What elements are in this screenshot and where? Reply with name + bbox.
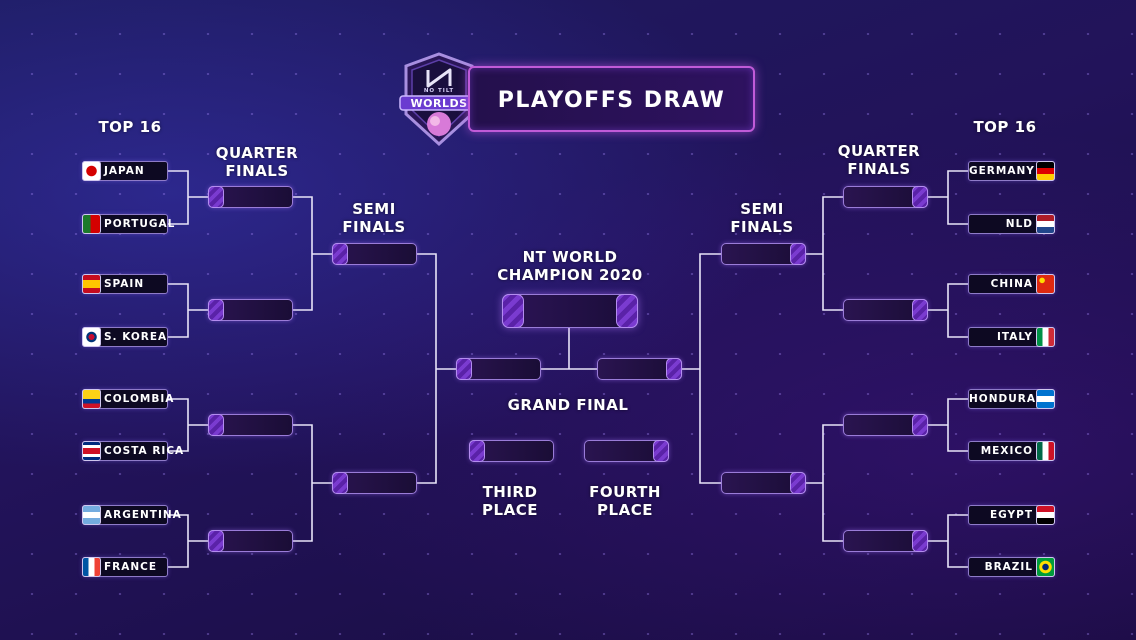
team-slot-china: CHINA xyxy=(968,274,1055,294)
team-slot-portugal: PORTUGAL xyxy=(82,214,174,234)
brazil-flag-icon xyxy=(1036,557,1055,577)
logo-small-text: NO TILT xyxy=(423,88,455,94)
fourth-place-slot xyxy=(584,440,669,462)
quarter-finals-left-label: QUARTER FINALS xyxy=(215,144,299,180)
quarter-final-slot-right-3 xyxy=(843,414,928,436)
netherlands-flag-icon xyxy=(1036,214,1055,234)
team-slot-argentina: ARGENTINA xyxy=(82,505,181,525)
team-slot-germany: GERMANY xyxy=(968,161,1055,181)
champion-slot xyxy=(502,294,638,328)
semi-final-slot-left-2 xyxy=(332,472,417,494)
portugal-flag-icon xyxy=(82,214,101,234)
grand-final-slot-left xyxy=(456,358,541,380)
argentina-flag-icon xyxy=(82,505,101,525)
south-korea-flag-icon xyxy=(82,327,101,347)
germany-flag-icon xyxy=(1036,161,1055,181)
worlds-logo xyxy=(399,52,479,147)
third-place-label: THIRD PLACE xyxy=(482,483,538,519)
grand-final-label: GRAND FINAL xyxy=(507,396,629,414)
costa-rica-flag-icon xyxy=(82,441,101,461)
team-slot-colombia: COLOMBIA xyxy=(82,389,173,409)
semi-final-slot-right-2 xyxy=(721,472,806,494)
honduras-flag-icon xyxy=(1036,389,1055,409)
quarter-finals-right-label: QUARTER FINALS xyxy=(837,142,921,178)
team-slot-spain: SPAIN xyxy=(82,274,168,294)
logo-big-text: WORLDS xyxy=(410,97,468,110)
fourth-place-label: FOURTH PLACE xyxy=(589,483,661,519)
team-slot-brazil: BRAZIL xyxy=(968,557,1055,577)
third-place-slot xyxy=(469,440,554,462)
quarter-final-slot-right-4 xyxy=(843,530,928,552)
team-slot-japan: JAPAN xyxy=(82,161,168,181)
quarter-final-slot-right-1 xyxy=(843,186,928,208)
team-slot-honduras: HONDURAS xyxy=(968,389,1055,409)
italy-flag-icon xyxy=(1036,327,1055,347)
egypt-flag-icon xyxy=(1036,505,1055,525)
spain-flag-icon xyxy=(82,274,101,294)
team-slot-costa-rica: COSTA RICA xyxy=(82,441,183,461)
china-flag-icon xyxy=(1036,274,1055,294)
team-slot-france: FRANCE xyxy=(82,557,168,577)
top16-left-label: TOP 16 xyxy=(98,118,162,136)
japan-flag-icon xyxy=(82,161,101,181)
team-slot-egypt: EGYPT xyxy=(968,505,1055,525)
semi-final-slot-right-1 xyxy=(721,243,806,265)
grand-final-slot-right xyxy=(597,358,682,380)
semi-finals-right-label: SEMI FINALS xyxy=(730,200,794,236)
france-flag-icon xyxy=(82,557,101,577)
semi-final-slot-left-1 xyxy=(332,243,417,265)
semi-finals-left-label: SEMI FINALS xyxy=(342,200,406,236)
page-title: PLAYOFFS DRAW xyxy=(497,88,726,113)
colombia-flag-icon xyxy=(82,389,101,409)
top16-right-label: TOP 16 xyxy=(973,118,1037,136)
team-slot-nld: NLD xyxy=(968,214,1055,234)
team-slot-italy: ITALY xyxy=(968,327,1055,347)
quarter-final-slot-left-3 xyxy=(208,414,293,436)
quarter-final-slot-right-2 xyxy=(843,299,928,321)
team-slot-s-korea: S. KOREA xyxy=(82,327,168,347)
quarter-final-slot-left-2 xyxy=(208,299,293,321)
champion-label: NT WORLD CHAMPION 2020 xyxy=(497,248,643,284)
quarter-final-slot-left-4 xyxy=(208,530,293,552)
title-banner: PLAYOFFS DRAW xyxy=(468,66,755,132)
team-slot-mexico: MEXICO xyxy=(968,441,1055,461)
mexico-flag-icon xyxy=(1036,441,1055,461)
quarter-final-slot-left-1 xyxy=(208,186,293,208)
